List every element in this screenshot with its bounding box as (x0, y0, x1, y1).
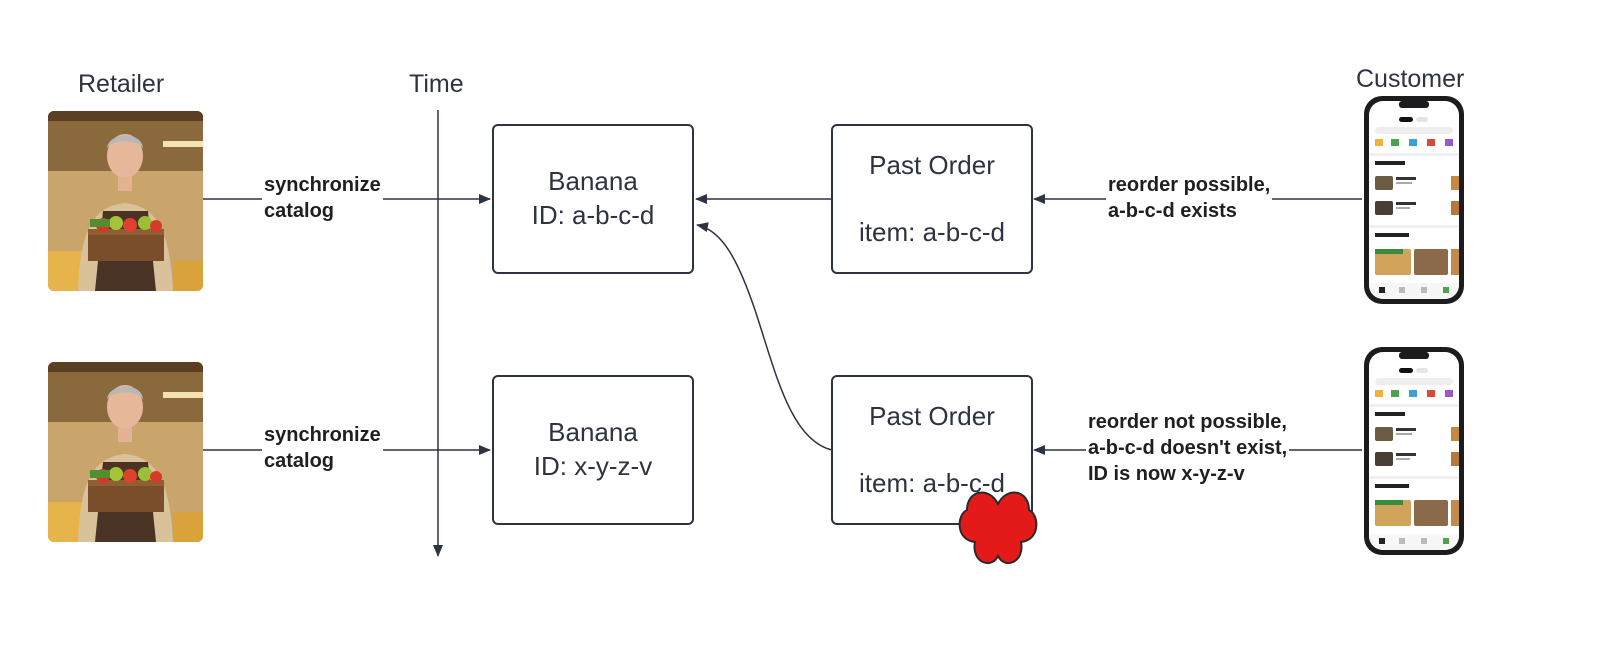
product-box: Banana ID: x-y-z-v (492, 375, 694, 525)
product-id: ID: a-b-c-d (531, 200, 655, 230)
order-title: Past Order (869, 150, 995, 180)
past-order-box: Past Order item: a-b-c-d (831, 124, 1033, 274)
time-title: Time (409, 70, 464, 98)
reorder-label-line: reorder possible, (1108, 174, 1271, 196)
order-item: item: a-b-c-d (859, 217, 1005, 247)
product-id: ID: x-y-z-v (533, 451, 653, 481)
retailer-photo (48, 362, 203, 542)
retailer-title: Retailer (78, 70, 165, 98)
sync-label-line: synchronize (264, 424, 381, 446)
reorder-label: reorder not possible, a-b-c-d doesn't ex… (1086, 409, 1290, 487)
red-cross-icon (958, 491, 1038, 564)
stale-reference-arrow (696, 222, 833, 451)
retailer-photo (48, 111, 203, 291)
sync-label-line: synchronize (264, 174, 381, 196)
reorder-label: reorder possible, a-b-c-d exists (1106, 172, 1273, 224)
reorder-label-line: reorder not possible, (1088, 411, 1287, 433)
product-box: Banana ID: a-b-c-d (492, 124, 694, 274)
product-name: Banana (548, 166, 638, 196)
grocery-app-phone-icon (1364, 347, 1464, 555)
reorder-label-line: a-b-c-d exists (1108, 200, 1237, 222)
order-title: Past Order (869, 401, 995, 431)
sync-label-line: catalog (264, 450, 335, 472)
customer-title: Customer (1356, 65, 1465, 93)
sync-label-line: catalog (264, 200, 335, 222)
sync-label: synchronize catalog (262, 422, 383, 474)
reorder-label-line: a-b-c-d doesn't exist, (1088, 437, 1288, 459)
product-name: Banana (548, 417, 638, 447)
grocery-app-phone-icon (1364, 96, 1464, 304)
reorder-label-line: ID is now x-y-z-v (1088, 463, 1245, 485)
sync-label: synchronize catalog (262, 172, 383, 224)
